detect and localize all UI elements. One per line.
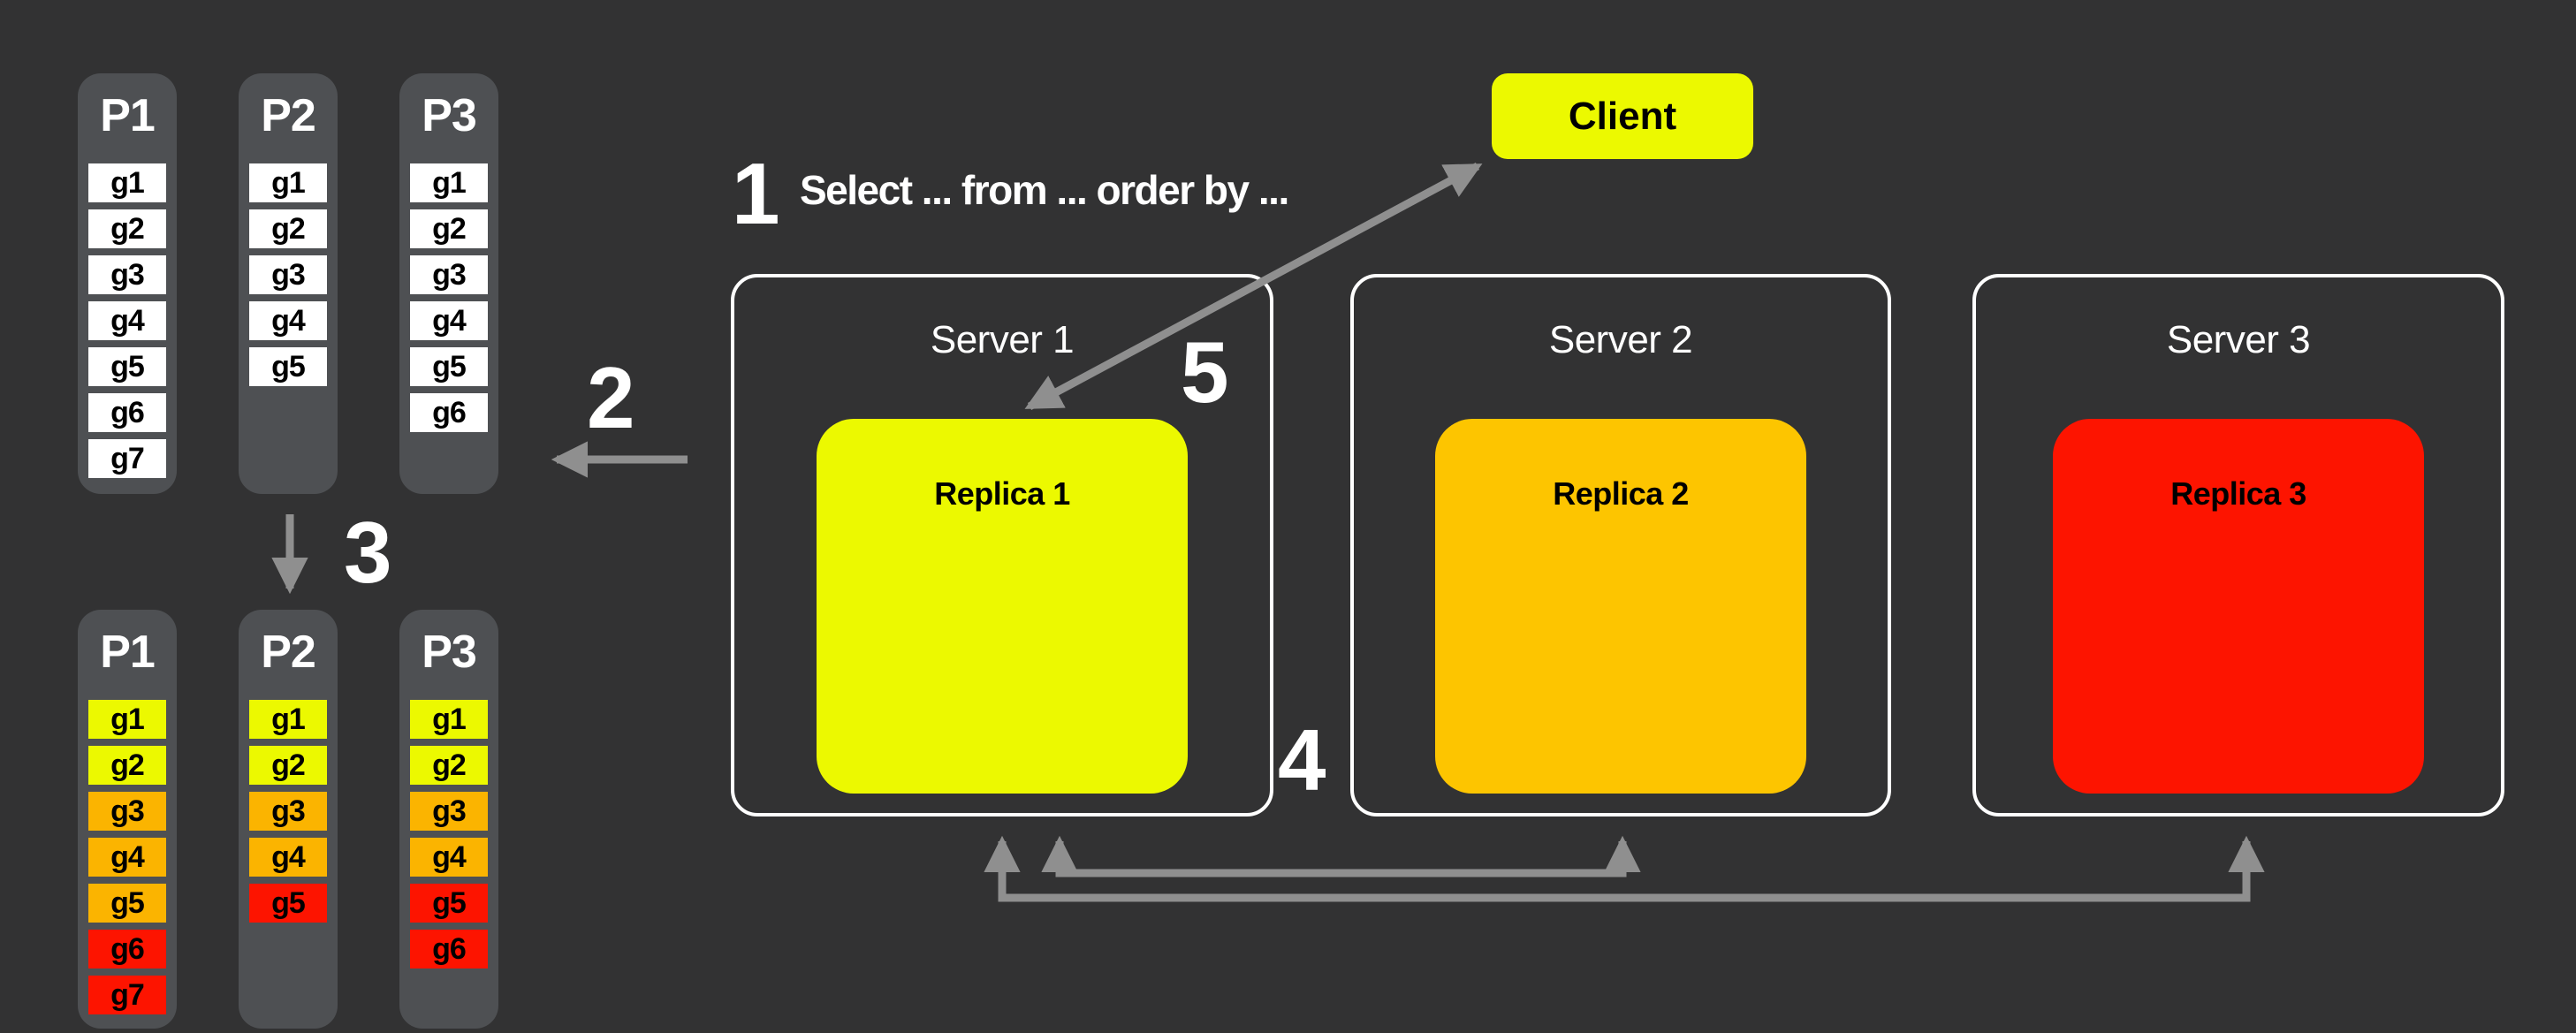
partition-column-p1: P1 g1 g2 g3 g4 g5 g6 g7 (78, 73, 177, 494)
partition-cell-g3: g3 (88, 255, 166, 294)
server-2-title: Server 2 (1548, 318, 1693, 361)
partition-cell-g6: g6 (410, 393, 488, 432)
partition-cell-g2: g2 (410, 209, 488, 248)
partition-column-p2: P2 g1 g2 g3 g4 g5 (239, 610, 338, 1029)
partition-cell-g5: g5 (249, 347, 327, 386)
partition-cell-g2: g2 (249, 746, 327, 785)
partition-cell-g6: g6 (88, 930, 166, 968)
partitions-before-group: P1 g1 g2 g3 g4 g5 g6 g7 P2 g1 g2 g3 g4 g5 P3 g1 g2 g3 g4 g5… (78, 73, 498, 494)
partition-cell-g5: g5 (410, 347, 488, 386)
partition-cell-g3: g3 (249, 255, 327, 294)
partition-title: P3 (422, 627, 477, 678)
server-2-box: Server 2 Replica 2 (1350, 274, 1891, 817)
partition-cell-g1: g1 (249, 700, 327, 739)
partition-title: P1 (100, 90, 156, 141)
partition-cell-g3: g3 (88, 792, 166, 831)
partition-column-p2: P2 g1 g2 g3 g4 g5 (239, 73, 338, 494)
partition-cell-g1: g1 (88, 163, 166, 202)
partition-cell-g2: g2 (249, 209, 327, 248)
step-2-label: 2 (587, 349, 635, 446)
partition-cell-g6: g6 (410, 930, 488, 968)
partition-cell-g1: g1 (410, 700, 488, 739)
replication-arrow-server1-server2 (1041, 835, 1641, 877)
partition-cell-g4: g4 (88, 838, 166, 877)
partition-cell-g4: g4 (249, 838, 327, 877)
partition-cell-g5: g5 (249, 884, 327, 923)
partition-cell-g1: g1 (410, 163, 488, 202)
partition-cell-g5: g5 (410, 884, 488, 923)
replication-arrow-server1-server3 (984, 835, 2265, 902)
partition-cell-g4: g4 (410, 301, 488, 340)
step-4-label: 4 (1278, 711, 1326, 809)
replica-3-label: Replica 3 (2170, 475, 2306, 512)
server-3-box: Server 3 Replica 3 (1972, 274, 2504, 817)
partition-title: P2 (261, 627, 316, 678)
step-1-label: 1 (732, 145, 779, 242)
client-node: Client (1492, 73, 1753, 159)
partition-cell-g4: g4 (249, 301, 327, 340)
partition-column-p3: P3 g1 g2 g3 g4 g5 g6 (399, 73, 498, 494)
partition-cell-g4: g4 (410, 838, 488, 877)
replica-2-label: Replica 2 (1553, 475, 1689, 512)
partition-title: P1 (100, 627, 156, 678)
replica-1-label: Replica 1 (934, 475, 1070, 512)
server-3-title: Server 3 (2166, 318, 2311, 361)
partition-title: P3 (422, 90, 477, 141)
step-5-label: 5 (1181, 323, 1228, 421)
partition-cell-g3: g3 (249, 792, 327, 831)
partition-cell-g5: g5 (88, 347, 166, 386)
replica-2-box: Replica 2 (1435, 419, 1806, 794)
partition-cell-g7: g7 (88, 439, 166, 478)
partition-cell-g7: g7 (88, 976, 166, 1014)
partition-cell-g2: g2 (88, 209, 166, 248)
partition-cell-g3: g3 (410, 792, 488, 831)
replica-1-box: Replica 1 (817, 419, 1188, 794)
partition-cell-g3: g3 (410, 255, 488, 294)
partition-cell-g1: g1 (88, 700, 166, 739)
partition-title: P2 (261, 90, 316, 141)
partition-column-p1: P1 g1 g2 g3 g4 g5 g6 g7 (78, 610, 177, 1029)
query-text: Select ... from ... order by ... (800, 167, 1289, 213)
partition-cell-g5: g5 (88, 884, 166, 923)
replica-3-box: Replica 3 (2053, 419, 2424, 794)
partition-cell-g6: g6 (88, 393, 166, 432)
partition-cell-g2: g2 (88, 746, 166, 785)
partition-cell-g2: g2 (410, 746, 488, 785)
partitions-after-group: P1 g1 g2 g3 g4 g5 g6 g7 P2 g1 g2 g3 g4 g5 P3 g1 g2 g3 g4 g5… (78, 610, 498, 1029)
partition-column-p3: P3 g1 g2 g3 g4 g5 g6 (399, 610, 498, 1029)
partition-cell-g4: g4 (88, 301, 166, 340)
step-3-label: 3 (344, 504, 391, 601)
partition-cell-g1: g1 (249, 163, 327, 202)
